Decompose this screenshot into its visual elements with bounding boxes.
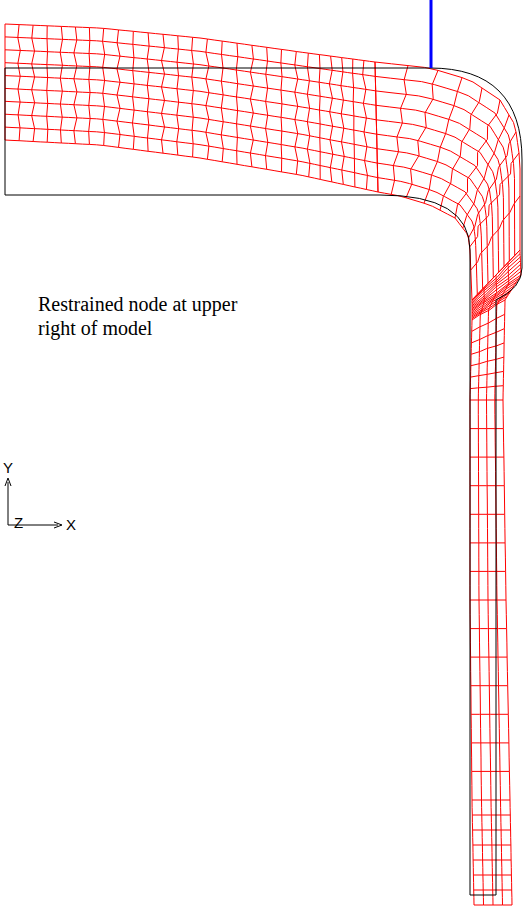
deformed-mesh (5, 24, 521, 905)
mesh-line (375, 62, 378, 192)
mesh-line (470, 153, 519, 247)
mesh-line (495, 263, 509, 906)
mesh-line (363, 61, 368, 190)
mesh-line (319, 55, 320, 180)
mesh-line (5, 24, 375, 62)
mesh-line (133, 31, 135, 149)
mesh-line (117, 30, 120, 147)
mesh-line (470, 300, 474, 905)
axis-label: X (66, 517, 76, 533)
axis-y (8, 482, 9, 525)
mesh-line (206, 39, 209, 159)
mesh-line (5, 88, 377, 134)
mesh-line (295, 52, 298, 175)
mesh-line (406, 70, 438, 197)
mesh-line (503, 250, 521, 905)
mesh-line (18, 25, 21, 141)
undeformed-outline (5, 68, 522, 895)
mesh-line (391, 66, 408, 195)
callout-note: Restrained node at upper right of model (38, 292, 268, 340)
mesh-line (341, 58, 344, 185)
mesh-line (487, 275, 497, 905)
mesh-line (377, 163, 482, 289)
mesh-line (378, 192, 472, 300)
mesh-line (478, 288, 484, 906)
mesh-line (375, 62, 378, 192)
mesh-line (74, 27, 77, 144)
mesh-line (376, 91, 510, 261)
mesh-line (266, 47, 268, 169)
mesh-line (89, 28, 90, 145)
mesh-line (192, 37, 194, 157)
mesh-line (47, 26, 48, 142)
mesh-line (5, 37, 375, 77)
mesh-line (103, 28, 105, 145)
mesh-line (250, 45, 253, 167)
axis-y-head (5, 478, 11, 486)
mesh-line (5, 114, 377, 163)
axis-label: Y (3, 460, 13, 476)
mesh-line (376, 120, 498, 272)
axis-x-head (54, 522, 62, 528)
mesh-line (424, 78, 462, 204)
mesh-line (5, 140, 378, 192)
mesh-line (376, 105, 504, 266)
mesh-line (5, 50, 376, 91)
mesh-line (5, 76, 376, 120)
mesh-line (32, 25, 35, 141)
mesh-line (307, 53, 310, 177)
mesh-line (236, 43, 238, 164)
axis-label: Z (14, 515, 23, 531)
restraint-line (430, 0, 433, 68)
mesh-line (5, 63, 376, 106)
mesh-line (147, 33, 149, 152)
mesh-line (5, 127, 378, 178)
mesh-line (5, 101, 377, 148)
mesh-line (162, 34, 165, 153)
mesh-line (329, 56, 332, 182)
mesh-line (60, 26, 62, 143)
mesh-line (353, 59, 355, 187)
mesh-line (177, 36, 179, 155)
mesh-line (221, 41, 223, 162)
mesh-line (471, 196, 520, 270)
mesh-line (377, 149, 488, 284)
